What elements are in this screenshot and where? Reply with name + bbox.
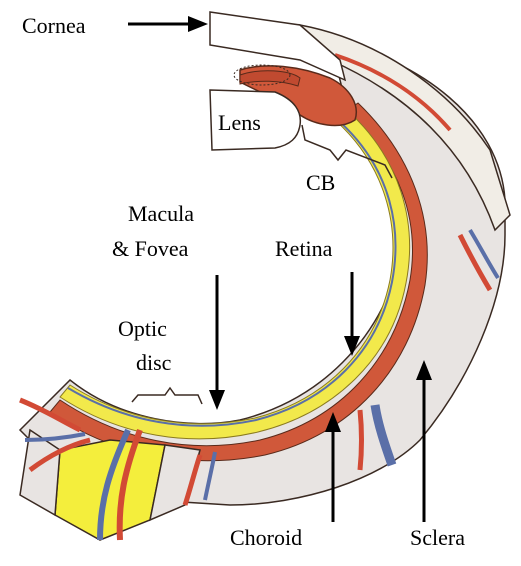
label-choroid: Choroid bbox=[230, 525, 302, 550]
label-sclera: Sclera bbox=[410, 525, 465, 550]
label-macula-line2: & Fovea bbox=[112, 236, 189, 261]
arrow-macula bbox=[209, 275, 225, 410]
arrow-cornea bbox=[128, 16, 208, 32]
label-macula-line1: Macula bbox=[128, 201, 194, 226]
label-cornea: Cornea bbox=[22, 13, 86, 38]
label-lens: Lens bbox=[218, 110, 261, 135]
eye-illustration bbox=[20, 12, 510, 540]
optic-nerve bbox=[55, 440, 165, 540]
label-optic-line1: Optic bbox=[118, 316, 167, 341]
vortex-artery bbox=[360, 410, 362, 470]
label-retina: Retina bbox=[275, 236, 333, 261]
label-cb: CB bbox=[306, 170, 335, 195]
arrow-retina bbox=[344, 272, 360, 356]
label-optic-line2: disc bbox=[136, 350, 172, 375]
optic-disc-bracket bbox=[132, 388, 202, 404]
